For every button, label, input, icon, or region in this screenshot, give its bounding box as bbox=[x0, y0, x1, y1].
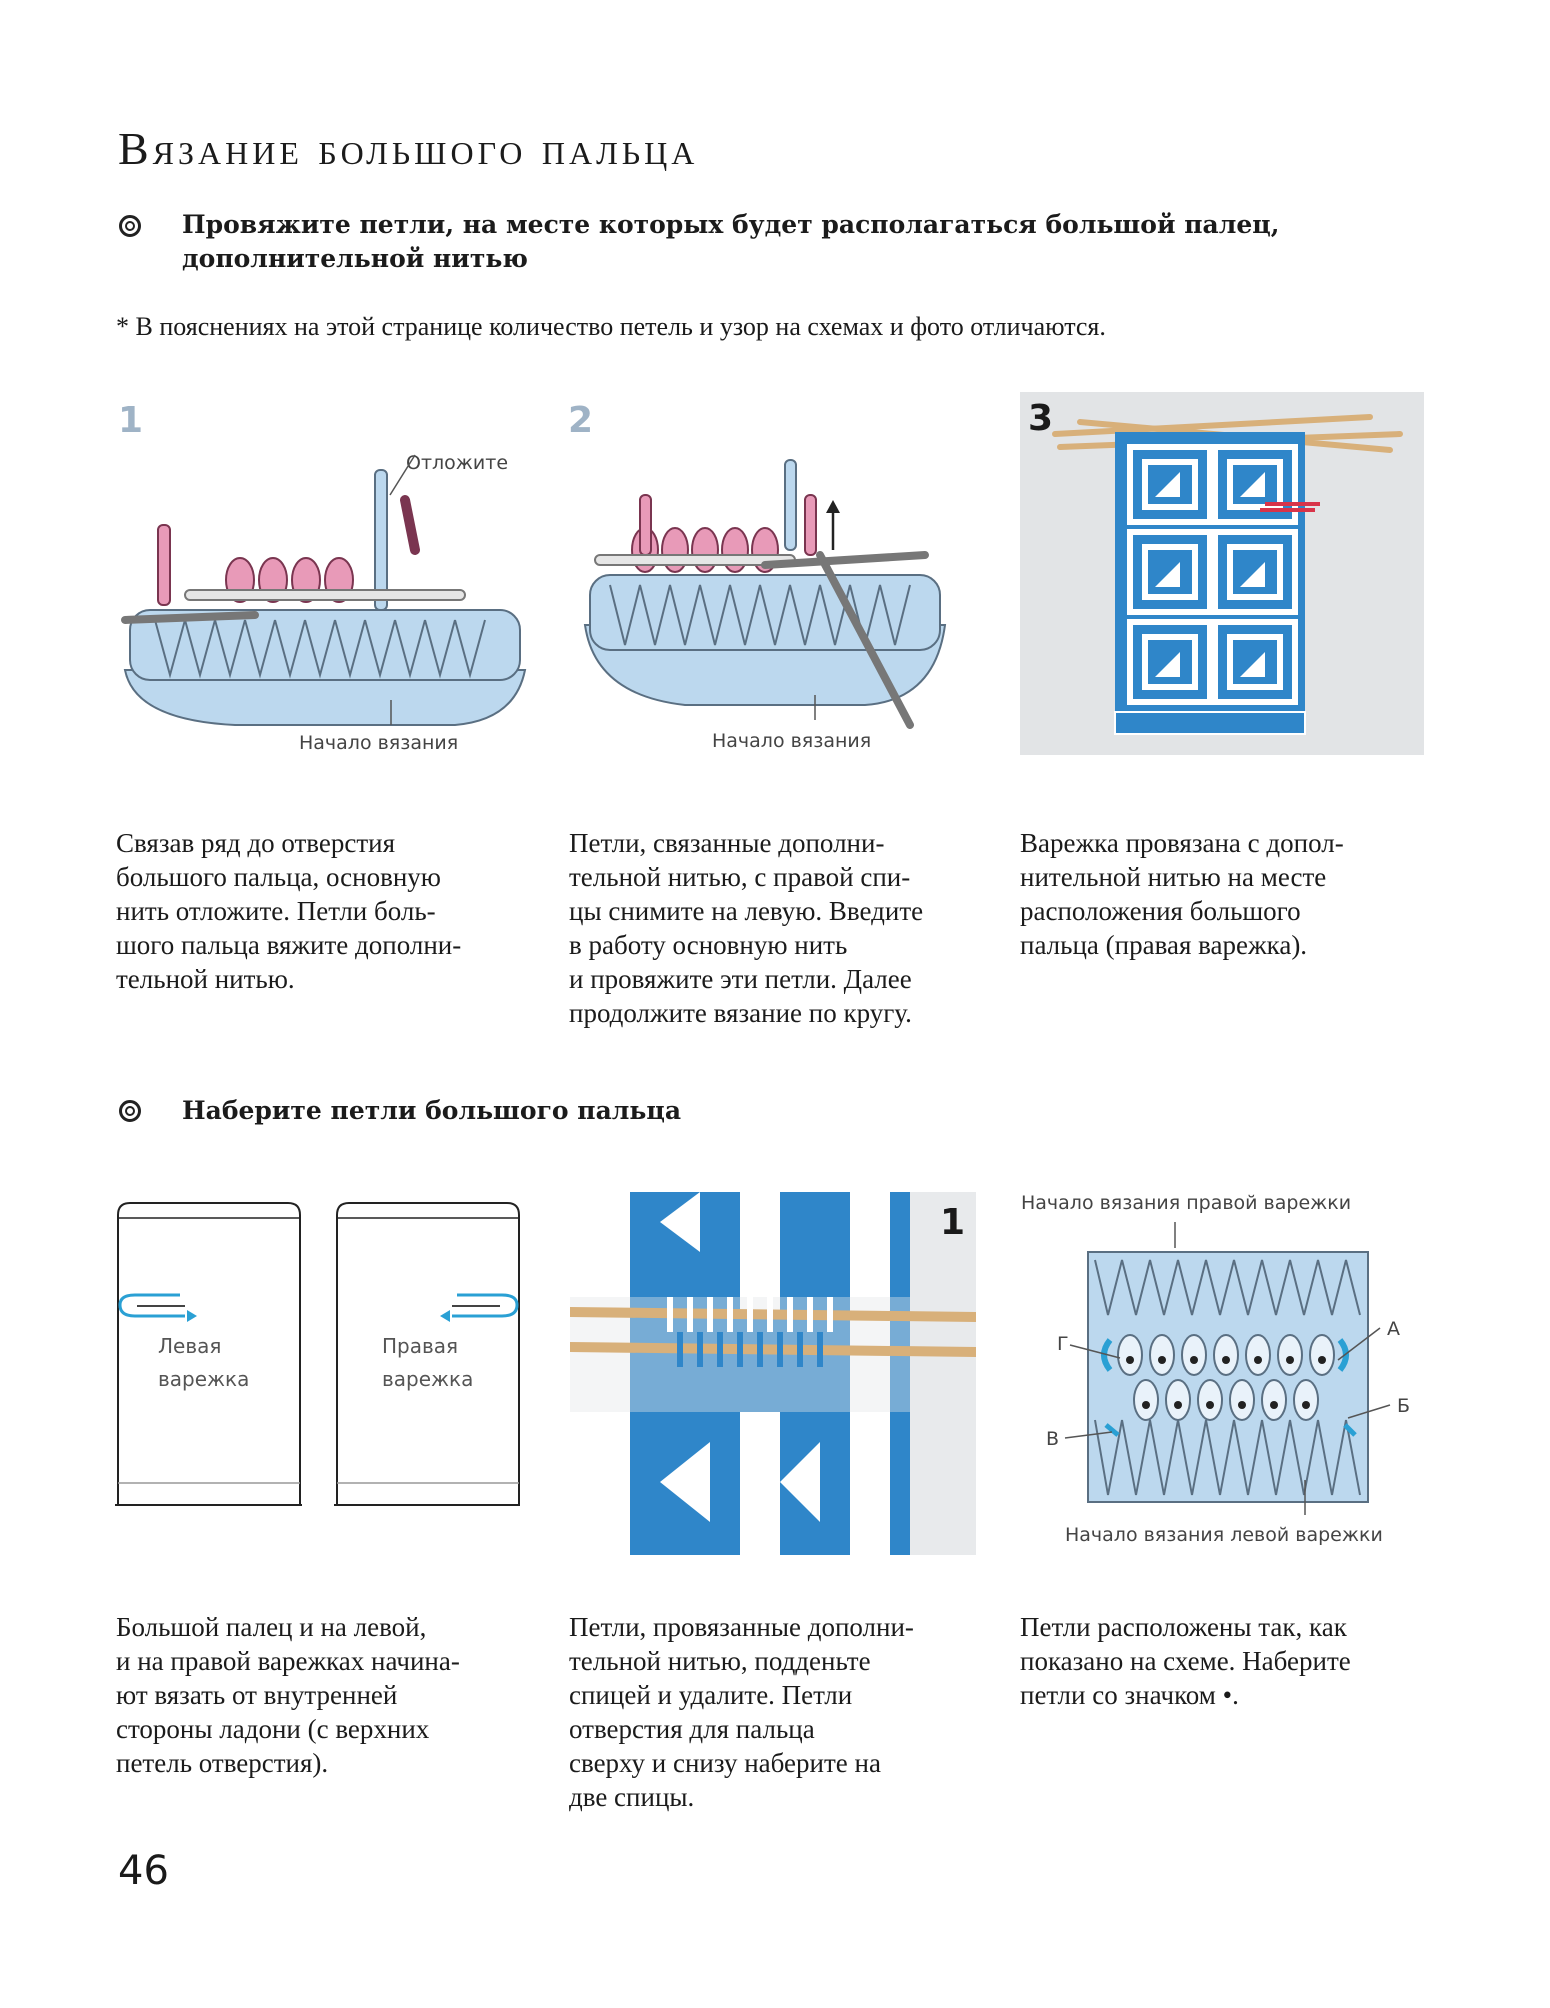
bullet-icon bbox=[119, 215, 141, 237]
page-title: Вязание большого пальца bbox=[118, 123, 699, 174]
page-number: 46 bbox=[118, 1848, 169, 1894]
step1-knitting-diagram bbox=[121, 454, 527, 726]
section1-heading: Провяжите петли, на месте которых будет … bbox=[182, 208, 1279, 276]
chart-point-b: Б bbox=[1397, 1395, 1411, 1417]
chart-point-a: А bbox=[1387, 1318, 1400, 1340]
bullet-icon bbox=[119, 1100, 141, 1122]
note: * В пояснениях на этой странице количест… bbox=[116, 312, 1106, 341]
left-mitten-label: Левая варежка bbox=[158, 1334, 250, 1391]
step3-caption: Варежка провязана с допол- нительной нит… bbox=[1020, 828, 1344, 960]
section1-heading-line2: дополнительной нитью bbox=[182, 244, 528, 273]
step1-label-bottom: Начало вязания bbox=[299, 732, 459, 754]
section1-heading-line1: Провяжите петли, на месте которых будет … bbox=[182, 210, 1280, 239]
bottom-step2-caption: Петли, провязанные дополни- тельной нить… bbox=[569, 1612, 914, 1812]
chart-label-bottom: Начало вязания левой варежки bbox=[1065, 1524, 1383, 1546]
step3-number: 3 bbox=[1028, 398, 1054, 439]
step1-label-top: Отложите bbox=[406, 452, 509, 474]
chart-point-v: В bbox=[1046, 1428, 1060, 1450]
chart-point-g: Г bbox=[1057, 1333, 1069, 1355]
bottom-step1-caption: Большой палец и на левой, и на правой ва… bbox=[116, 1612, 460, 1778]
section2-heading: Наберите петли большого пальца bbox=[182, 1096, 682, 1125]
step2-label-bottom: Начало вязания bbox=[712, 730, 872, 752]
chart-label-top: Начало вязания правой варежки bbox=[1021, 1192, 1352, 1214]
stitch-chart-diagram bbox=[1064, 1222, 1391, 1515]
bottom-step2-number: 1 bbox=[940, 1202, 966, 1243]
step3-mitten-photo: 3 bbox=[1020, 392, 1424, 755]
step1-caption: Связав ряд до отверстия большого пальца,… bbox=[116, 828, 462, 994]
step2-number: 2 bbox=[568, 400, 594, 441]
step1-number: 1 bbox=[118, 400, 144, 441]
stitches-on-needles-photo: 1 bbox=[570, 1192, 976, 1555]
step2-caption: Петли, связанные дополни- тельной нитью,… bbox=[569, 828, 924, 1028]
bottom-step3-caption: Петли расположены так, как показано на с… bbox=[1020, 1612, 1351, 1710]
right-mitten-label: Правая варежка bbox=[382, 1334, 474, 1391]
mittens-direction-diagram bbox=[115, 1202, 520, 1506]
step2-knitting-diagram bbox=[583, 459, 947, 729]
